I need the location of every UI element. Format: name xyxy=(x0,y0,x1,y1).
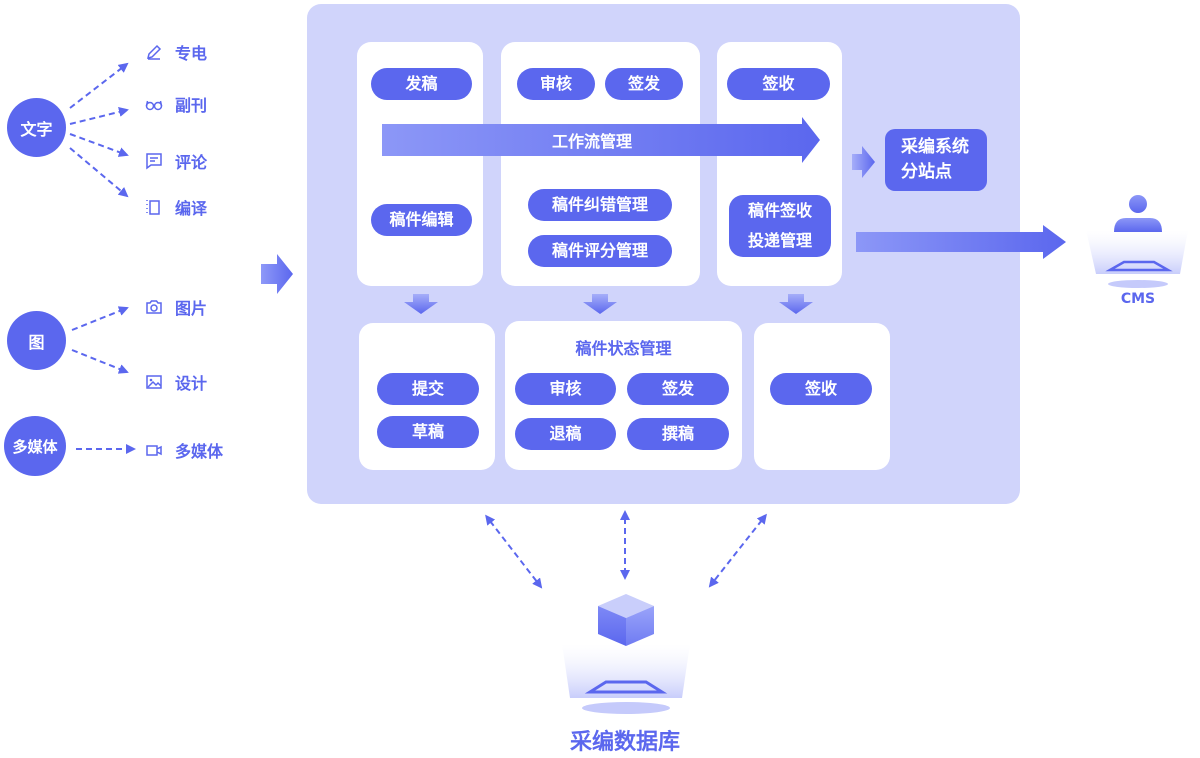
output-multimedia: 多媒体 xyxy=(145,438,223,462)
source-image-node: 图 xyxy=(7,311,66,370)
image-icon xyxy=(146,375,162,389)
arrow-db-right xyxy=(708,513,767,588)
substation-line: 分站点 xyxy=(901,162,952,182)
user-icon xyxy=(1129,195,1147,213)
arrow-text-to-zhuandian xyxy=(69,62,129,109)
pill-pingfen: 稿件评分管理 xyxy=(528,235,672,267)
workflow-label: 工作流管理 xyxy=(551,132,632,151)
database-glow xyxy=(582,702,670,714)
input-arrow xyxy=(261,254,293,294)
output-label: 多媒体 xyxy=(175,442,224,461)
pill-tijiao: 提交 xyxy=(377,373,479,405)
camera-icon xyxy=(146,300,162,314)
pill-caogao: 草稿 xyxy=(377,416,479,448)
cms-graphic xyxy=(1086,195,1188,288)
source-text-node: 文字 xyxy=(7,98,66,157)
arrow-image-to-sheji xyxy=(71,349,129,374)
user-body xyxy=(1114,218,1162,232)
arrow-db-left xyxy=(485,514,543,589)
pill-fagao: 发稿 xyxy=(371,68,472,100)
cube-right xyxy=(626,606,654,646)
glasses-icon xyxy=(145,100,163,111)
cms-label: CMS xyxy=(1120,291,1156,307)
status-management-title: 稿件状态管理 xyxy=(575,339,672,358)
output-label: 评论 xyxy=(175,153,208,172)
output-label: 副刊 xyxy=(175,96,208,115)
comment-icon xyxy=(146,153,162,170)
cms-base xyxy=(1086,230,1188,274)
substation-line: 采编系统 xyxy=(901,137,969,157)
output-sheji: 设计 xyxy=(145,370,207,394)
pill-line: 稿件签收 xyxy=(747,201,812,220)
pill-qianfa: 签发 xyxy=(605,68,683,100)
output-label: 图片 xyxy=(175,299,208,318)
pen-icon xyxy=(146,44,162,60)
database-graphic xyxy=(562,594,690,714)
pill-status-tuigao: 退稿 xyxy=(515,418,616,450)
arrow-text-to-pinglun xyxy=(69,133,129,157)
substation-arrow xyxy=(852,146,875,178)
database-base xyxy=(562,644,690,698)
pill-gaojian-bianji: 稿件编辑 xyxy=(371,204,472,236)
pill-jiucuo: 稿件纠错管理 xyxy=(528,189,672,221)
pill-status-zhuangao: 撰稿 xyxy=(627,418,729,450)
arrow-text-to-bianyi xyxy=(69,147,129,198)
pill-status-qianshou: 签收 xyxy=(770,373,872,405)
video-icon xyxy=(146,445,162,456)
pill-shenhe: 审核 xyxy=(517,68,595,100)
output-label: 设计 xyxy=(175,374,208,393)
source-multimedia-node: 多媒体 xyxy=(4,416,66,476)
pill-qianshou-toudi: 稿件签收 投递管理 xyxy=(729,195,831,257)
pill-line: 投递管理 xyxy=(747,231,812,250)
cms-platform xyxy=(1105,260,1173,272)
output-label: 编译 xyxy=(175,199,208,218)
pill-status-qianfa: 签发 xyxy=(627,373,729,405)
database-platform xyxy=(584,680,668,694)
output-tupian: 图片 xyxy=(145,295,207,319)
arrow-text-to-fukan xyxy=(69,107,129,125)
cube-left xyxy=(598,606,626,646)
output-label: 专电 xyxy=(175,44,208,63)
substation-box: 采编系统 分站点 xyxy=(885,129,987,191)
cms-arrow xyxy=(856,225,1066,259)
output-fukan: 副刊 xyxy=(145,92,207,116)
workflow-arrow xyxy=(382,117,820,163)
output-bianyi: 编译 xyxy=(145,195,207,219)
pill-qianshou: 签收 xyxy=(727,68,830,100)
cms-glow xyxy=(1108,280,1168,288)
database-label: 采编数据库 xyxy=(569,730,680,755)
pill-status-shenhe: 审核 xyxy=(515,373,616,405)
output-pinglun: 评论 xyxy=(145,149,207,173)
output-zhuandian: 专电 xyxy=(145,40,207,64)
document-icon xyxy=(146,200,160,215)
arrow-image-to-tupian xyxy=(71,306,129,331)
